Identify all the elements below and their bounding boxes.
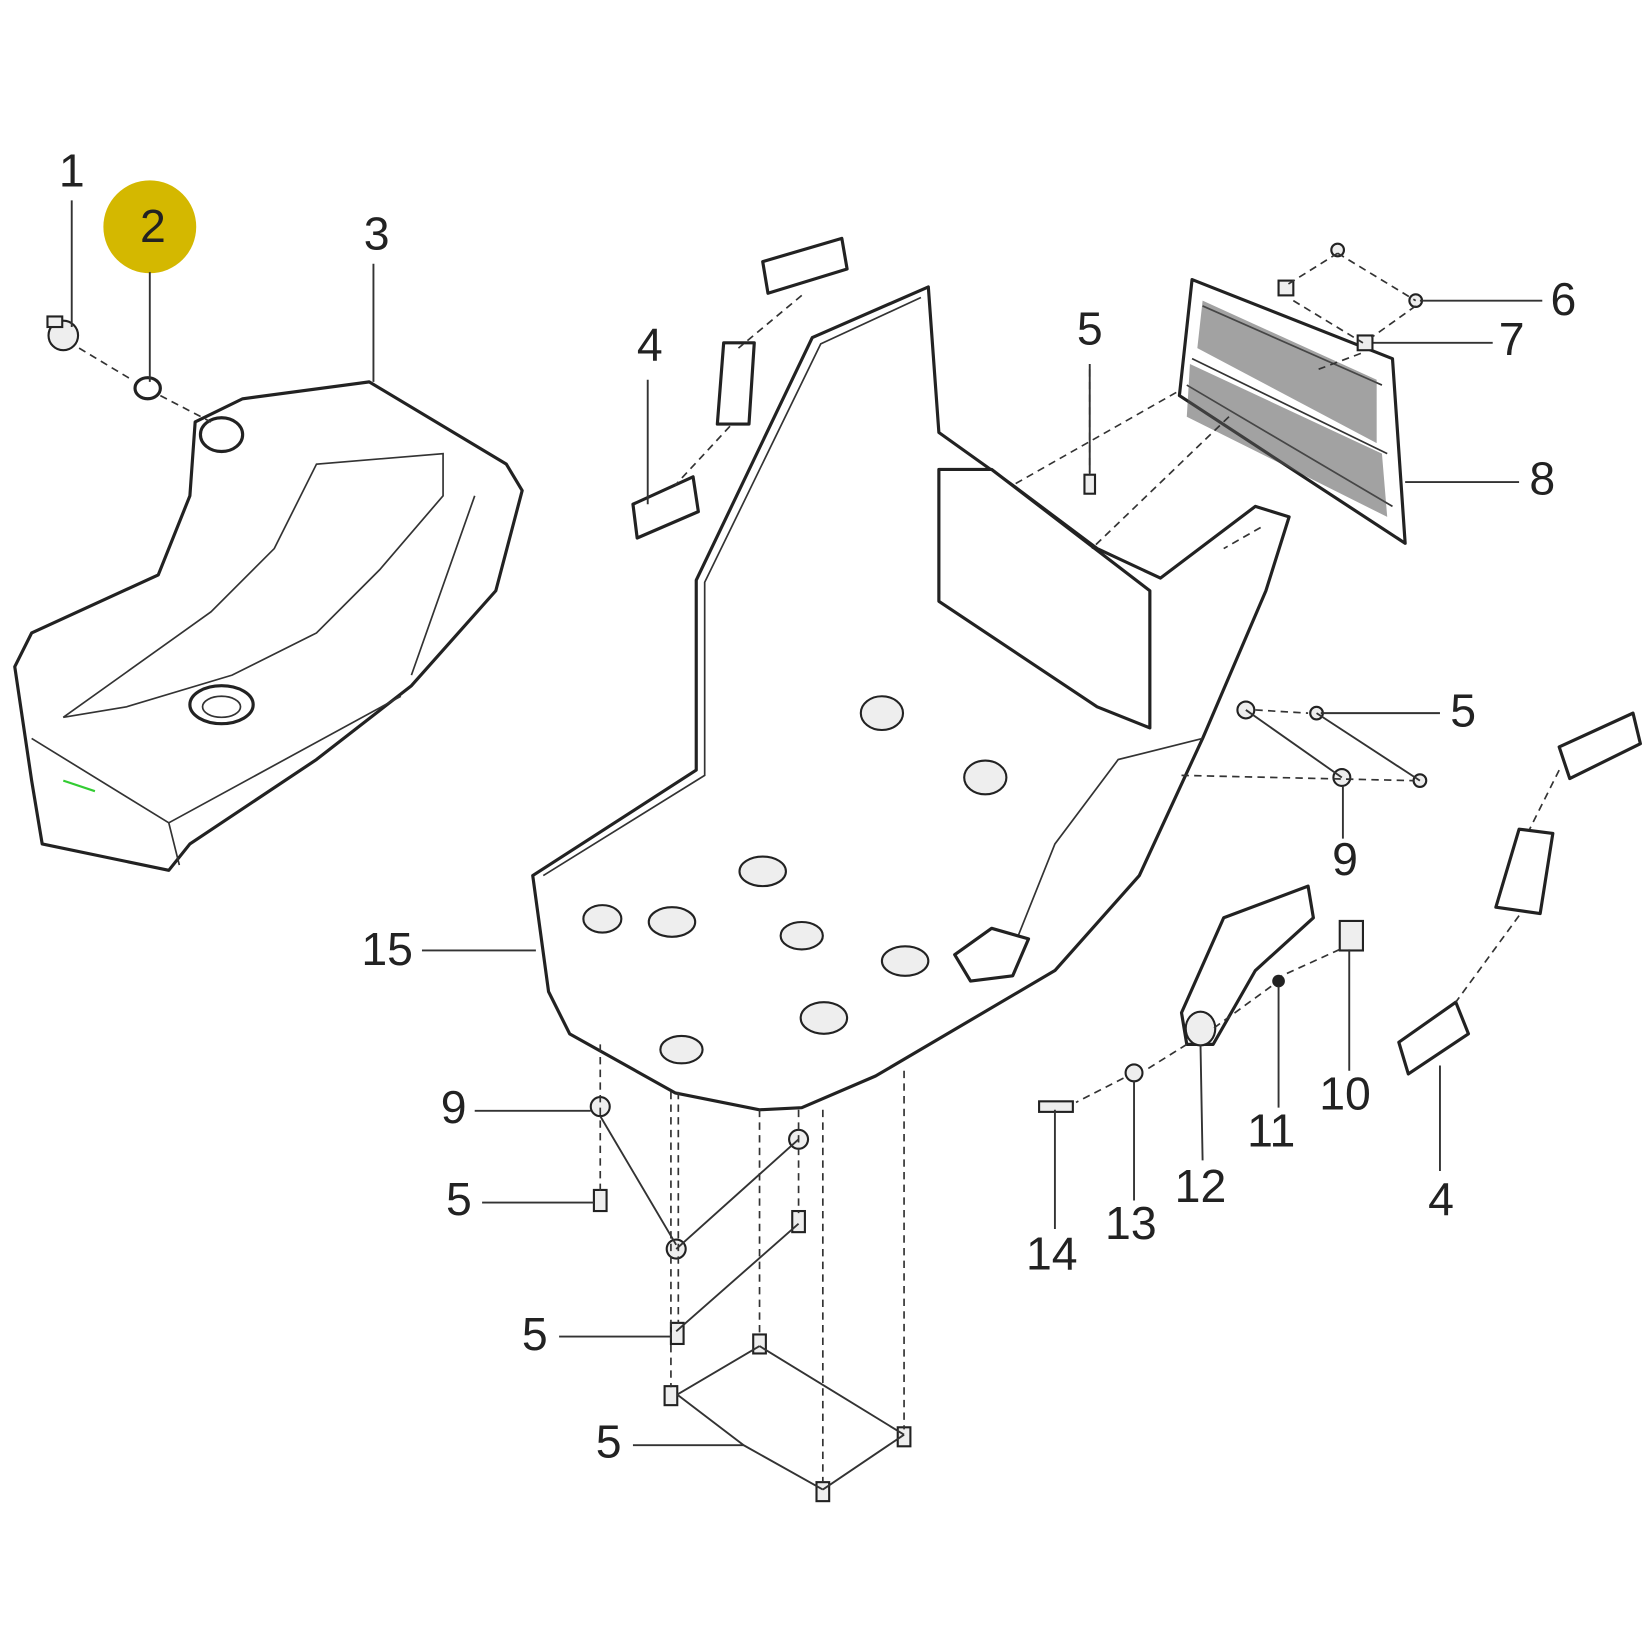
callout-11: 11	[1247, 1104, 1295, 1156]
callout-10: 10	[1319, 1067, 1371, 1119]
callout-13: 13	[1105, 1197, 1157, 1249]
callout-2: 2	[140, 200, 166, 252]
leader-lines	[70, 200, 1543, 1491]
callout-4-right: 4	[1428, 1173, 1454, 1225]
skid-plate	[531, 285, 1291, 1112]
cap-gasket	[133, 376, 162, 401]
highlight-marker	[103, 180, 197, 274]
callout-8: 8	[1529, 452, 1555, 504]
callout-14: 14	[1026, 1228, 1078, 1280]
callout-5-right: 5	[1450, 684, 1476, 736]
bracket	[1179, 884, 1315, 1047]
pads-right	[1397, 711, 1642, 1076]
callout-7: 7	[1499, 313, 1525, 365]
assembly-lines	[599, 252, 1417, 1483]
callout-5-top: 5	[1077, 303, 1103, 355]
callout-6: 6	[1550, 273, 1576, 325]
callout-1: 1	[59, 144, 85, 196]
fuel-cap	[46, 315, 80, 352]
radiator-guard	[1177, 277, 1407, 545]
callout-5-left-a: 5	[446, 1173, 472, 1225]
fuel-tank	[13, 380, 524, 872]
callout-4-left: 4	[637, 318, 663, 370]
callout-3: 3	[364, 208, 390, 260]
callout-12: 12	[1175, 1160, 1227, 1212]
callout-15: 15	[361, 923, 413, 975]
callout-5-bottom: 5	[596, 1416, 622, 1468]
callout-5-left-b: 5	[522, 1308, 548, 1360]
skid-plate-grommets	[582, 695, 1008, 1065]
callout-9-left: 9	[441, 1081, 467, 1133]
callout-9-right: 9	[1332, 833, 1358, 885]
pads-left	[631, 236, 849, 540]
